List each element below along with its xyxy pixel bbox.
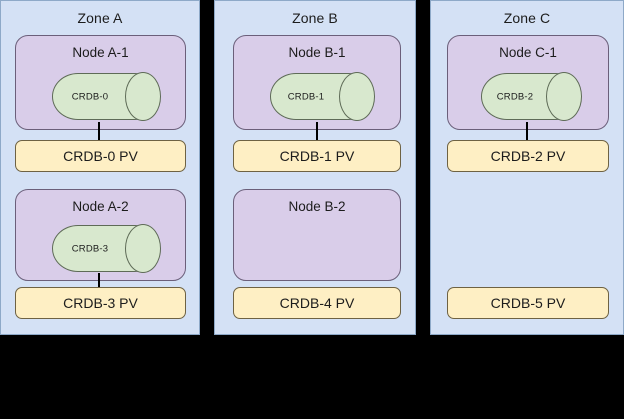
node-c-1[interactable]: Node C-1 CRDB-2 [447, 35, 609, 130]
node-b-1[interactable]: Node B-1 CRDB-1 [233, 35, 401, 130]
pod-crdb-0-cap [125, 72, 161, 121]
node-b-2[interactable]: Node B-2 [233, 189, 401, 281]
pv-crdb-2[interactable]: CRDB-2 PV [447, 140, 609, 172]
pv-crdb-3[interactable]: CRDB-3 PV [15, 287, 186, 319]
pv-crdb-4[interactable]: CRDB-4 PV [233, 287, 401, 319]
zone-a[interactable]: Zone A Node A-1 CRDB-0 CRDB-0 PV Node A-… [0, 0, 200, 335]
connector-node-a-1-to-crdb-0-pv [98, 122, 100, 141]
pv-crdb-5[interactable]: CRDB-5 PV [447, 287, 609, 319]
pod-crdb-3-label: CRDB-3 [71, 243, 109, 254]
zone-c[interactable]: Zone C Node C-1 CRDB-2 CRDB-2 PV CRDB-5 … [430, 0, 624, 335]
pod-crdb-0[interactable]: CRDB-0 [52, 72, 161, 121]
node-c-1-title: Node C-1 [499, 45, 557, 60]
node-a-2-title: Node A-2 [72, 199, 129, 214]
pod-crdb-0-label: CRDB-0 [71, 91, 109, 102]
pod-crdb-3-cap [125, 224, 161, 273]
pod-crdb-2-label: CRDB-2 [496, 91, 534, 102]
node-a-2[interactable]: Node A-2 CRDB-3 [15, 189, 186, 281]
connector-node-b-1-to-crdb-1-pv [316, 122, 318, 141]
pod-crdb-2[interactable]: CRDB-2 [481, 72, 582, 121]
pv-crdb-1[interactable]: CRDB-1 PV [233, 140, 401, 172]
zone-b[interactable]: Zone B Node B-1 CRDB-1 CRDB-1 PV Node B-… [214, 0, 416, 335]
pod-crdb-2-cap [546, 72, 582, 121]
pod-crdb-1-cap [339, 72, 375, 121]
zone-a-title: Zone A [77, 10, 123, 26]
node-a-1[interactable]: Node A-1 CRDB-0 [15, 35, 186, 130]
connector-node-c-1-to-crdb-2-pv [526, 122, 528, 141]
node-b-1-title: Node B-1 [288, 45, 346, 60]
pv-crdb-0[interactable]: CRDB-0 PV [15, 140, 186, 172]
zone-c-title: Zone C [503, 10, 551, 26]
connector-node-a-2-to-crdb-3-pv [98, 273, 100, 291]
node-b-2-title: Node B-2 [288, 199, 346, 214]
pod-crdb-1-label: CRDB-1 [287, 91, 325, 102]
pod-crdb-1[interactable]: CRDB-1 [270, 72, 375, 121]
zone-b-title: Zone B [292, 10, 338, 26]
pod-crdb-3[interactable]: CRDB-3 [52, 224, 161, 273]
node-a-1-title: Node A-1 [72, 45, 129, 60]
